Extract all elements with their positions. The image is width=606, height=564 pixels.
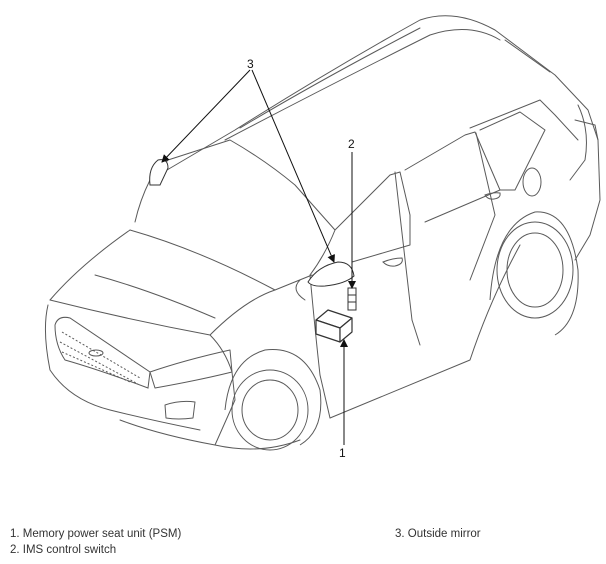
callout-1: 1 bbox=[339, 446, 346, 460]
memory-power-seat-unit bbox=[315, 309, 353, 343]
vehicle-diagram: 1 2 3 bbox=[44, 15, 601, 460]
outside-mirror-right bbox=[307, 261, 355, 287]
front-wheel bbox=[224, 349, 322, 451]
door-handles bbox=[382, 192, 501, 267]
legend-item-2: 2. IMS control switch bbox=[10, 544, 117, 556]
leader-arrow-3b bbox=[251, 69, 335, 263]
parts-legend: 1. Memory power seat unit (PSM) 2. IMS c… bbox=[0, 528, 606, 564]
legend-item-3: 3. Outside mirror bbox=[395, 528, 481, 540]
outside-mirror-left bbox=[149, 159, 169, 186]
suv-illustration bbox=[44, 15, 601, 451]
callout-2: 2 bbox=[348, 137, 355, 151]
legend-item-1: 1. Memory power seat unit (PSM) bbox=[10, 528, 182, 540]
ims-control-switch bbox=[347, 287, 357, 311]
callout-3: 3 bbox=[247, 57, 254, 71]
rear-wheel bbox=[489, 211, 579, 336]
leader-lines bbox=[161, 69, 356, 445]
leader-arrow-3a bbox=[161, 69, 251, 163]
car-body bbox=[44, 15, 601, 450]
front-grille bbox=[54, 316, 151, 389]
